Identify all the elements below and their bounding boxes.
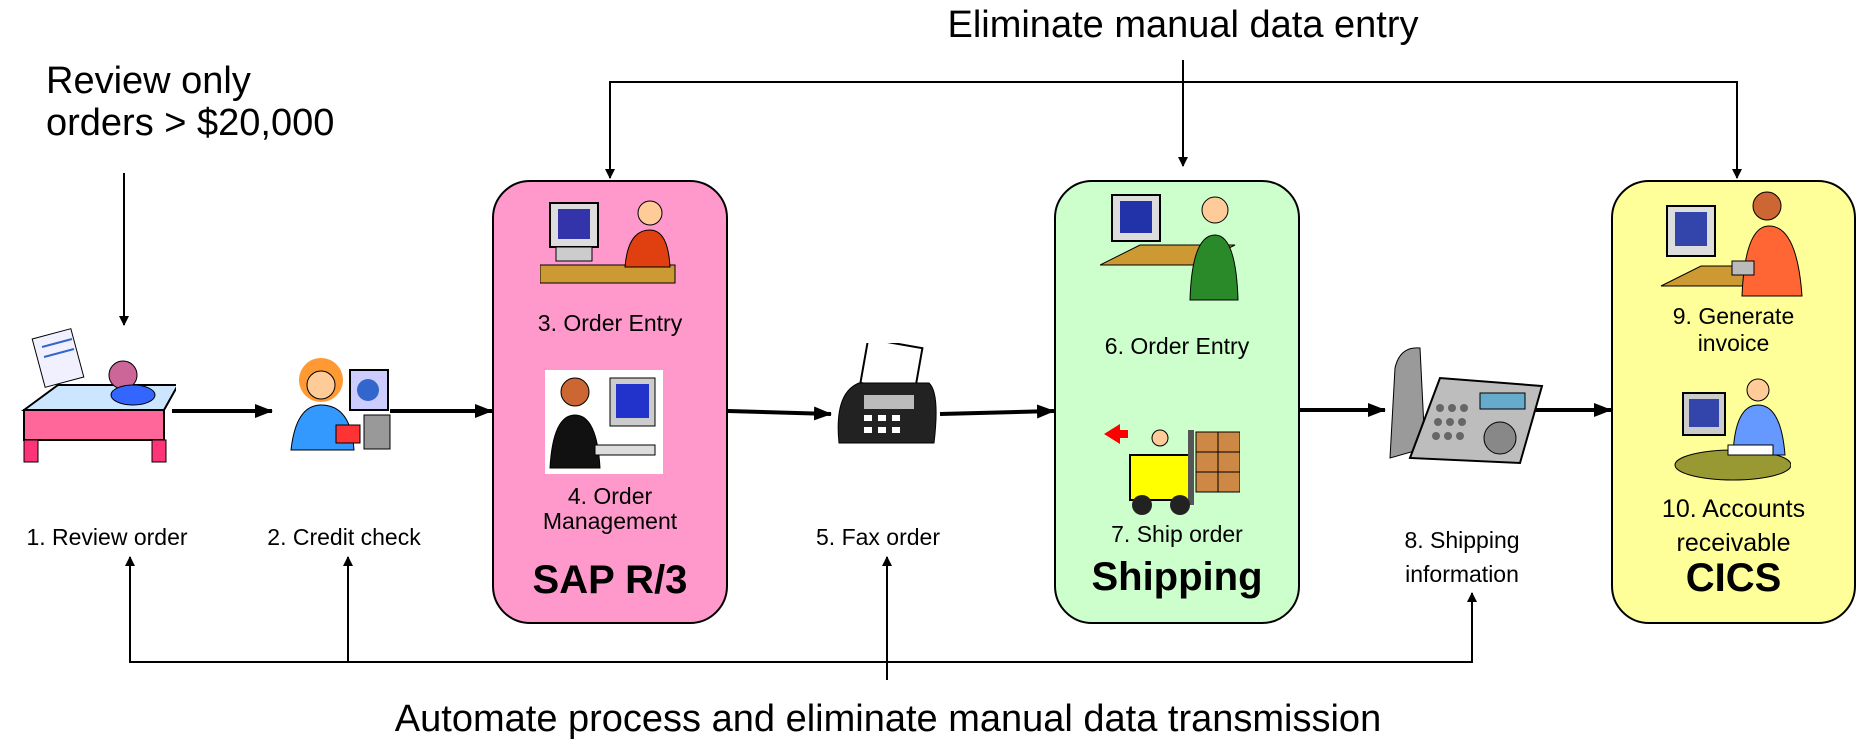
accounts-computer-icon	[1674, 378, 1791, 481]
step-4-label-line-2: Management	[542, 508, 678, 534]
step-8-label: 8. Shipping information	[1362, 523, 1562, 591]
top-bracket-line	[609, 81, 1738, 172]
step-2-label: 2. Credit check	[267, 524, 421, 550]
step-10-label-line-2: receivable	[1676, 529, 1791, 557]
step-6-label: 6. Order Entry	[1104, 333, 1250, 359]
step-4-label-line-1: 4. Order	[567, 483, 653, 509]
eliminate-manual-entry-note: Eliminate manual data entry	[947, 4, 1419, 46]
step-1-label: 1. Review order	[26, 524, 188, 550]
step-9-label-line-2: invoice	[1697, 330, 1770, 356]
cics-box	[1611, 180, 1856, 624]
telephone-icon	[1389, 347, 1544, 465]
step-10-label: 10. Accounts receivable	[1611, 492, 1856, 560]
credit-check-phone-icon	[290, 358, 391, 451]
order-entry-computer-icon	[540, 200, 676, 284]
step-10-label-line-1: 10. Accounts	[1661, 495, 1806, 523]
order-management-computer-icon	[545, 370, 663, 474]
flow-arrow-5-6	[939, 404, 1055, 419]
step-9-label-line-1: 9. Generate	[1672, 303, 1795, 329]
review-only-note: Review only orders > $20,000	[46, 60, 334, 144]
bottom-bracket-line	[129, 568, 1473, 663]
step-7-label: 7. Ship order	[1111, 521, 1243, 547]
review-only-note-line-1: Review only	[46, 60, 251, 102]
sap-r3-title: SAP R/3	[532, 558, 688, 602]
shipping-title: Shipping	[1091, 555, 1263, 599]
automate-process-note: Automate process and eliminate manual da…	[394, 698, 1382, 740]
cics-title: CICS	[1685, 556, 1782, 600]
fax-machine-icon	[837, 343, 937, 444]
review-only-note-line-2: orders > $20,000	[46, 102, 335, 144]
shipping-computer-icon	[1100, 194, 1239, 301]
review-desk-icon	[20, 328, 176, 463]
step-4-label: 4. Order Management	[492, 484, 728, 534]
step-8-label-line-1: 8. Shipping	[1404, 527, 1520, 553]
step-3-label: 3. Order Entry	[537, 310, 683, 336]
step-9-label: 9. Generate invoice	[1611, 303, 1856, 357]
step-5-label: 5. Fax order	[816, 524, 940, 550]
forklift-icon	[1104, 424, 1240, 515]
invoice-computer-icon	[1660, 191, 1803, 297]
flow-arrow-3-5	[727, 406, 832, 421]
step-8-label-line-2: information	[1405, 561, 1519, 587]
